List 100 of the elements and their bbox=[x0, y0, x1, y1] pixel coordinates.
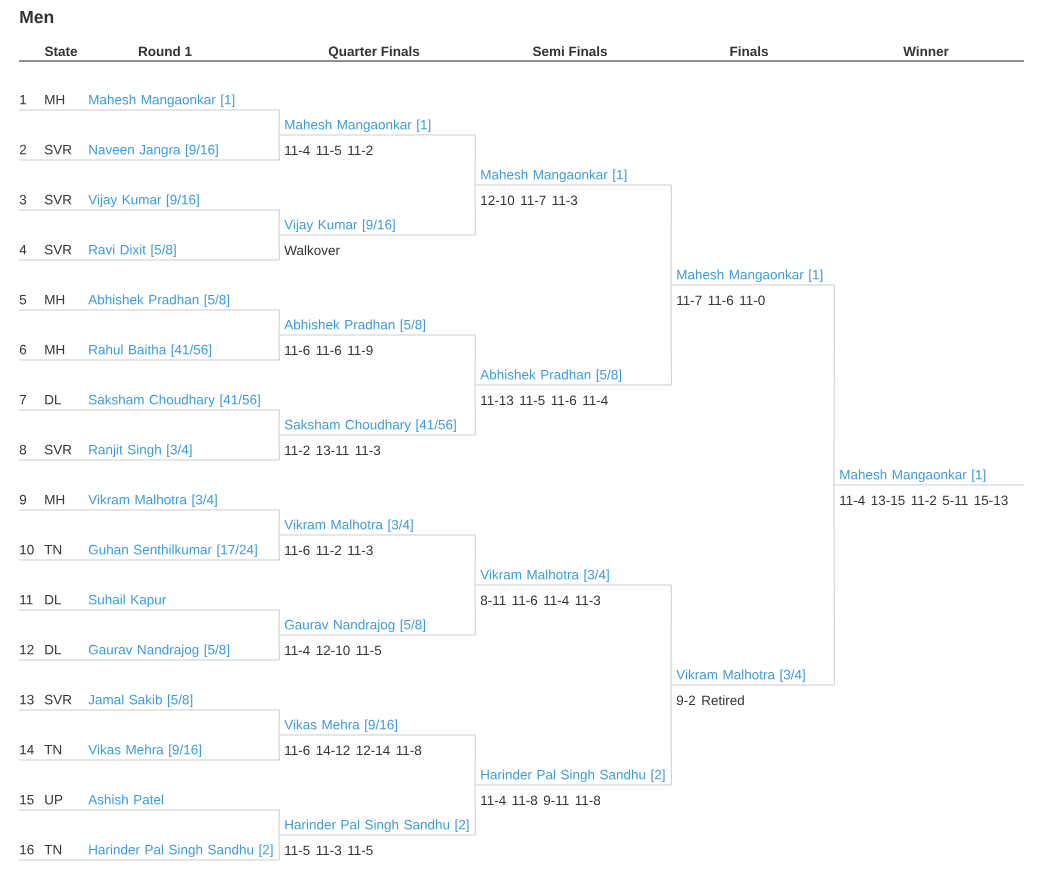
bracket-row bbox=[18, 344, 280, 361]
seed-number: 8 bbox=[19, 444, 27, 455]
bracket-row bbox=[18, 644, 280, 661]
bracket-connector bbox=[474, 384, 476, 436]
bracket-connector bbox=[278, 334, 280, 361]
title: Men bbox=[20, 10, 54, 24]
bracket-row bbox=[18, 594, 280, 611]
player-name: Mahesh Mangaonkar [1] bbox=[89, 94, 235, 108]
bracket-connector bbox=[474, 184, 476, 236]
seed-number: 2 bbox=[19, 144, 27, 155]
match-score: 11-7 11-6 11-0 bbox=[677, 295, 765, 306]
player-name: Rahul Baitha [41/56] bbox=[89, 344, 212, 358]
player-slot: Mahesh Mangaonkar [1] bbox=[278, 119, 476, 136]
state-code: DL bbox=[45, 395, 61, 405]
state-code: SVR bbox=[44, 244, 72, 255]
bracket-connector bbox=[278, 809, 280, 836]
state-code: DL bbox=[45, 645, 61, 655]
bracket-connector bbox=[278, 134, 280, 161]
bracket-connector bbox=[278, 434, 280, 461]
player-name: Jamal Sakib [5/8] bbox=[88, 694, 193, 708]
bracket-connector bbox=[278, 409, 280, 436]
column-header: Quarter Finals bbox=[328, 46, 420, 59]
state-code: DL bbox=[45, 595, 61, 605]
state-code: MH bbox=[45, 95, 65, 105]
bracket-connector bbox=[278, 634, 280, 661]
bracket-connector bbox=[474, 534, 476, 586]
state-code: MH bbox=[45, 345, 65, 355]
match-score: 11-4 11-5 11-2 bbox=[285, 145, 373, 156]
match-score: 11-4 12-10 11-5 bbox=[285, 645, 382, 656]
player-name: Vikas Mehra [9/16] bbox=[88, 744, 202, 758]
player-slot: Harinder Pal Singh Sandhu [2] bbox=[278, 819, 476, 836]
column-header: Finals bbox=[730, 46, 768, 57]
bracket-connector bbox=[278, 309, 280, 336]
player-name: Saksham Choudhary [41/56] bbox=[88, 394, 260, 408]
player-slot: Abhishek Pradhan [5/8] bbox=[278, 319, 476, 336]
bracket-connector bbox=[833, 284, 835, 486]
bracket-connector bbox=[278, 734, 280, 761]
player-name: Harinder Pal Singh Sandhu [2] bbox=[89, 844, 273, 858]
column-header: State bbox=[44, 46, 78, 57]
player-slot: Vikas Mehra [9/16] bbox=[278, 719, 476, 736]
bracket-row bbox=[18, 744, 280, 761]
seed-number: 10 bbox=[20, 544, 34, 555]
column-header: Winner bbox=[903, 46, 949, 57]
match-score: 11-6 11-2 11-3 bbox=[285, 545, 373, 556]
seed-number: 11 bbox=[20, 595, 33, 605]
match-score: 11-4 11-8 9-11 11-8 bbox=[481, 795, 601, 806]
bracket-connector bbox=[670, 284, 672, 386]
state-code: SVR bbox=[44, 194, 72, 205]
player-slot: Abhishek Pradhan [5/8] bbox=[474, 369, 672, 386]
bracket-row bbox=[18, 494, 280, 511]
state-code: SVR bbox=[44, 694, 72, 705]
seed-number: 5 bbox=[19, 295, 27, 305]
seed-number: 6 bbox=[19, 344, 27, 355]
match-score: 11-13 11-5 11-6 11-4 bbox=[481, 395, 608, 406]
bracket-connector bbox=[278, 709, 280, 736]
player-name: Vijay Kumar [9/16] bbox=[88, 194, 199, 208]
bracket-connector bbox=[278, 834, 280, 861]
bracket-row bbox=[18, 844, 280, 861]
seed-number: 7 bbox=[19, 395, 27, 405]
player-slot: Vikram Malhotra [3/4] bbox=[670, 669, 835, 686]
player-slot: Gaurav Nandrajog [5/8] bbox=[278, 619, 476, 636]
bracket-connector bbox=[474, 334, 476, 386]
player-name: Ravi Dixit [5/8] bbox=[89, 244, 176, 258]
bracket-connector bbox=[670, 184, 672, 286]
bracket-connector bbox=[474, 134, 476, 186]
bracket-connector bbox=[474, 584, 476, 636]
player-name: Ranjit Singh [3/4] bbox=[89, 444, 192, 458]
player-name: Vikram Malhotra [3/4] bbox=[88, 494, 217, 508]
player-name: Guhan Senthilkumar [17/24] bbox=[88, 544, 257, 558]
match-score: 12-10 11-7 11-3 bbox=[481, 195, 578, 206]
seed-number: 13 bbox=[20, 694, 34, 705]
player-slot: Vikram Malhotra [3/4] bbox=[278, 519, 476, 536]
column-header: Semi Finals bbox=[532, 46, 607, 57]
bracket-row bbox=[18, 794, 280, 811]
state-code: MH bbox=[45, 495, 65, 505]
player-name: Abhishek Pradhan [5/8] bbox=[88, 294, 230, 308]
match-score: 11-6 11-6 11-9 bbox=[285, 345, 373, 356]
seed-number: 12 bbox=[20, 644, 34, 655]
bracket-connector bbox=[278, 534, 280, 561]
bracket-connector bbox=[833, 484, 835, 686]
player-slot: Mahesh Mangaonkar [1] bbox=[474, 169, 672, 186]
bracket-connector bbox=[278, 234, 280, 261]
match-score: 8-11 11-6 11-4 11-3 bbox=[480, 595, 601, 606]
bracket-connector bbox=[278, 209, 280, 236]
seed-number: 14 bbox=[20, 745, 34, 755]
seed-number: 4 bbox=[19, 245, 27, 255]
player-name: Suhail Kapur bbox=[88, 594, 166, 608]
bracket-row bbox=[18, 294, 280, 311]
state-code: TN bbox=[44, 545, 62, 555]
seed-number: 1 bbox=[20, 95, 27, 105]
bracket-row bbox=[18, 94, 280, 111]
player-slot: Vikram Malhotra [3/4] bbox=[474, 569, 672, 586]
bracket-connector bbox=[474, 734, 476, 786]
bracket-connector bbox=[278, 509, 280, 536]
state-code: TN bbox=[44, 845, 62, 855]
match-score: Walkover bbox=[284, 245, 340, 256]
bracket-row bbox=[18, 544, 280, 561]
column-header: Round 1 bbox=[138, 46, 192, 57]
match-score: 11-4 13-15 11-2 5-11 15-13 bbox=[840, 495, 1008, 506]
state-code: MH bbox=[45, 295, 65, 305]
